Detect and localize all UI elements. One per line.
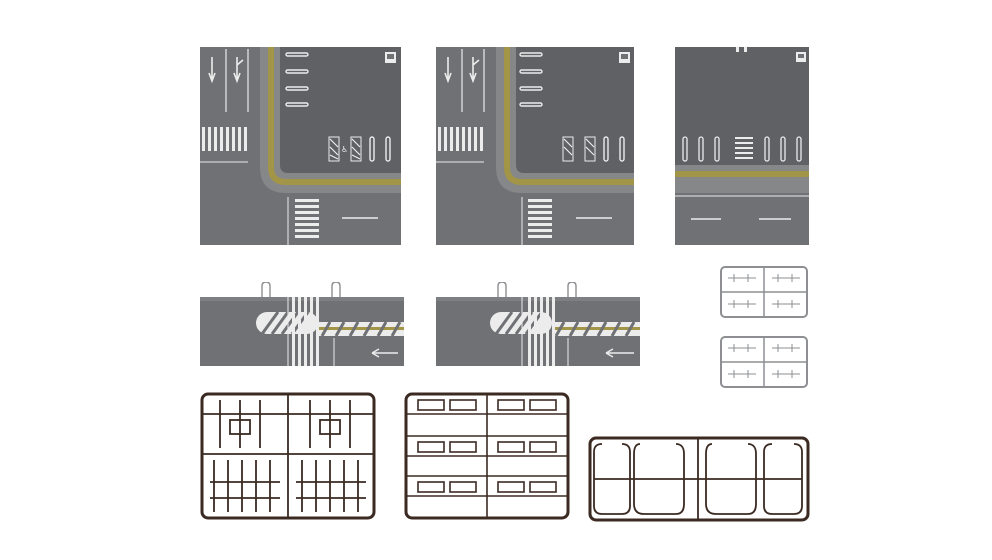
straight-road-tile xyxy=(675,47,809,245)
intersection-tile-2 xyxy=(436,47,634,245)
small-gray-sprue-1 xyxy=(720,266,808,318)
dark-sprue-frame-3 xyxy=(588,436,810,522)
intersection-tile-1: ♿ xyxy=(200,47,401,245)
median-crosswalk-tile-1 xyxy=(200,282,404,366)
median-crosswalk-tile-2 xyxy=(436,282,640,366)
dark-sprue-frame-1 xyxy=(200,392,376,520)
dark-sprue-frame-2 xyxy=(404,392,570,520)
svg-text:♿: ♿ xyxy=(341,145,348,154)
small-gray-sprue-2 xyxy=(720,336,808,388)
